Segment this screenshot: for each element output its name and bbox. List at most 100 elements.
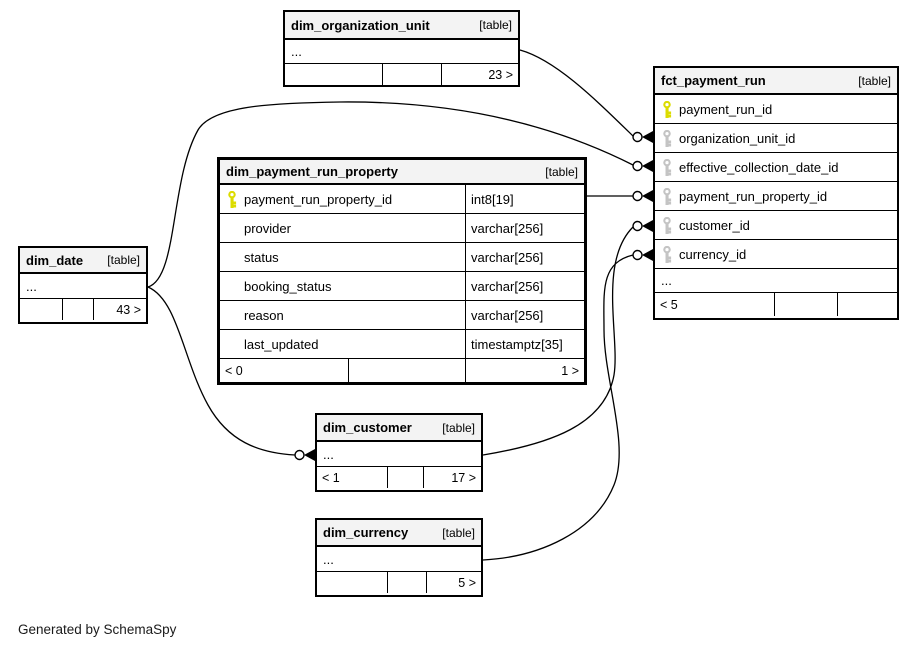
footer-children-cell: 23 > (441, 64, 518, 85)
table-name: dim_organization_unit (291, 17, 430, 33)
foreign-key-icon (663, 245, 672, 263)
table-name: fct_payment_run (661, 73, 766, 88)
connector-customer-fct (482, 226, 634, 456)
collapsed-columns-row: ... (655, 269, 897, 293)
table-header-dim-payment-run-property[interactable]: dim_payment_run_property [table] (220, 160, 584, 185)
table-type-tag: [table] (107, 253, 140, 267)
table-header-dim-date[interactable]: dim_date [table] (20, 248, 146, 274)
table-fct-payment-run: fct_payment_run [table] payment_run_id (653, 66, 899, 320)
crow-endpoint-organization-unit-id (632, 131, 653, 143)
table-dim-customer: dim_customer [table] ... < 1 17 > (315, 413, 483, 492)
column-name: status (244, 249, 279, 265)
footer-mid-cell (348, 359, 465, 382)
ellipsis-label: ... (26, 278, 37, 294)
column-type: varchar[256] (465, 272, 584, 300)
crow-endpoint-dim-customer (294, 449, 315, 461)
table-dim-date: dim_date [table] ... 43 > (18, 246, 148, 324)
column-name: payment_run_id (679, 101, 773, 117)
footer-mid-cell (387, 572, 426, 593)
column-row: organization_unit_id (655, 124, 897, 153)
primary-key-icon (663, 100, 672, 118)
column-name: booking_status (244, 278, 332, 294)
footer-parents-cell (285, 64, 382, 85)
table-footer: < 0 1 > (220, 359, 584, 382)
table-name: dim_currency (323, 525, 409, 540)
column-name: payment_run_property_id (244, 191, 393, 207)
table-dim-payment-run-property: dim_payment_run_property [table] payment… (217, 157, 587, 385)
ellipsis-label: ... (291, 44, 302, 59)
column-row: last_updated timestamptz[35] (220, 330, 584, 359)
crow-endpoint-customer-id (632, 220, 653, 232)
foreign-key-icon (663, 216, 672, 234)
column-row: payment_run_property_id int8[19] (220, 185, 584, 214)
table-header-dim-organization-unit[interactable]: dim_organization_unit [table] (285, 12, 518, 40)
table-name: dim_date (26, 252, 84, 268)
collapsed-columns-row: ... (317, 547, 481, 572)
table-dim-currency: dim_currency [table] ... 5 > (315, 518, 483, 597)
connector-date-fct (147, 101, 634, 288)
footer-children-cell: 5 > (426, 572, 481, 593)
table-header-dim-customer[interactable]: dim_customer [table] (317, 415, 481, 442)
footer-parents-cell: < 1 (322, 470, 340, 485)
table-name: dim_customer (323, 420, 412, 435)
footer-children-cell: 17 > (423, 467, 481, 488)
footer-parents-cell: < 5 (660, 297, 678, 312)
connector-currency-fct (482, 254, 634, 561)
column-name: reason (244, 307, 284, 323)
foreign-key-icon (663, 158, 672, 176)
table-footer: < 1 17 > (317, 467, 481, 488)
footer-children-cell: 1 > (465, 359, 584, 382)
column-row: status varchar[256] (220, 243, 584, 272)
column-row: reason varchar[256] (220, 301, 584, 330)
table-type-tag: [table] (858, 73, 891, 88)
column-name: customer_id (679, 217, 750, 233)
ellipsis-label: ... (323, 551, 334, 567)
table-type-tag: [table] (442, 420, 475, 435)
foreign-key-icon (663, 187, 672, 205)
table-footer: 23 > (285, 64, 518, 85)
column-row: currency_id (655, 240, 897, 269)
column-name: provider (244, 220, 291, 236)
column-name: currency_id (679, 246, 747, 262)
table-header-dim-currency[interactable]: dim_currency [table] (317, 520, 481, 547)
footer-parents-cell: < 0 (225, 363, 243, 378)
foreign-key-icon (663, 129, 672, 147)
column-row: payment_run_property_id (655, 182, 897, 211)
footer-mid-cell (382, 64, 441, 85)
connector-orgunit-fct (519, 49, 634, 137)
table-footer: < 5 (655, 293, 897, 316)
primary-key-icon (228, 190, 237, 208)
table-name: dim_payment_run_property (226, 164, 398, 179)
column-type: int8[19] (465, 185, 584, 213)
column-row: booking_status varchar[256] (220, 272, 584, 301)
collapsed-columns-row: ... (285, 40, 518, 64)
footer-children-cell (837, 293, 897, 316)
crow-endpoint-effective-collection-date-id (632, 160, 653, 172)
collapsed-columns-row: ... (20, 274, 146, 299)
column-type: varchar[256] (465, 301, 584, 329)
table-type-tag: [table] (479, 18, 512, 32)
column-type: timestamptz[35] (465, 330, 584, 358)
table-type-tag: [table] (545, 164, 578, 179)
table-footer: 43 > (20, 299, 146, 320)
crow-endpoint-payment-run-property-id (632, 190, 653, 202)
column-name: payment_run_property_id (679, 188, 828, 204)
footer-mid-cell (62, 299, 93, 320)
crow-endpoint-currency-id (632, 249, 653, 261)
table-type-tag: [table] (442, 525, 475, 540)
column-type: varchar[256] (465, 243, 584, 271)
connector-date-customer (147, 286, 296, 456)
column-name: effective_collection_date_id (679, 159, 839, 175)
column-row: provider varchar[256] (220, 214, 584, 243)
table-dim-organization-unit: dim_organization_unit [table] ... 23 > (283, 10, 520, 87)
table-header-fct-payment-run[interactable]: fct_payment_run [table] (655, 68, 897, 95)
generated-by-note: Generated by SchemaSpy (18, 622, 177, 637)
column-type: varchar[256] (465, 214, 584, 242)
footer-mid-cell (387, 467, 423, 488)
footer-children-cell: 43 > (93, 299, 146, 320)
column-name: organization_unit_id (679, 130, 796, 146)
collapsed-columns-row: ... (317, 442, 481, 467)
footer-parents-cell (20, 299, 62, 320)
footer-mid-cell (774, 293, 837, 316)
